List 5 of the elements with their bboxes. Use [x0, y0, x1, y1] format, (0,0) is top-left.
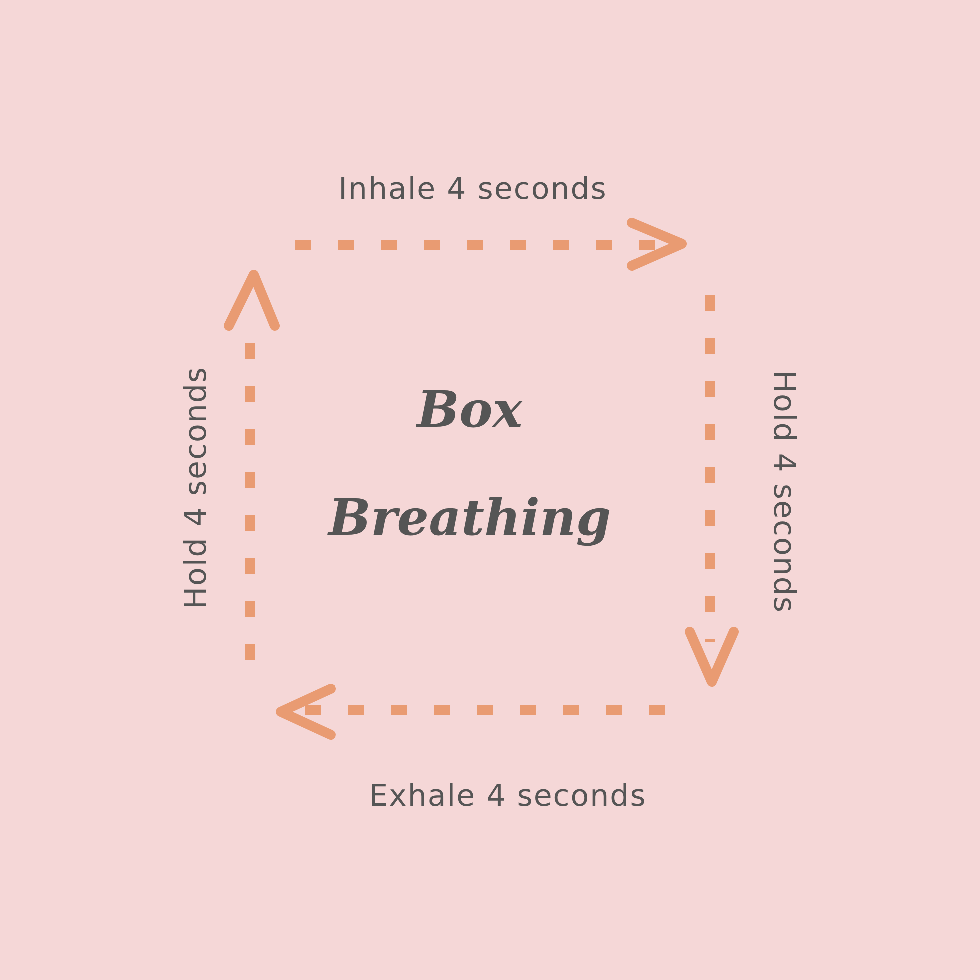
- step-label: Hold 4 seconds: [766, 370, 800, 614]
- step-label: Inhale 4 seconds: [338, 172, 608, 208]
- title: Box Breathing: [326, 379, 612, 549]
- step-label: Hold 4 seconds: [180, 366, 214, 610]
- step-label: Exhale 4 seconds: [369, 780, 647, 814]
